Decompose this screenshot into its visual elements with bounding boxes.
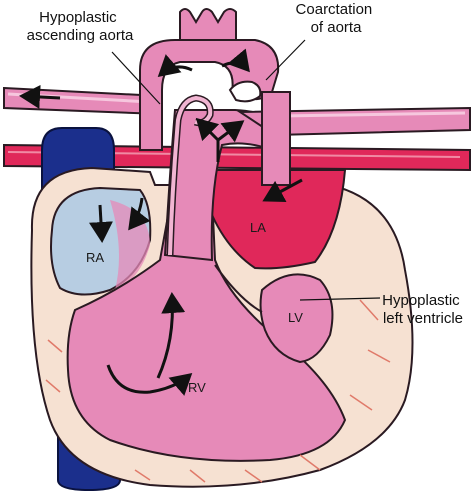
arrow-rv-up xyxy=(156,292,186,379)
left-atrium xyxy=(203,169,347,270)
wall-striations xyxy=(45,299,391,483)
label-lv: LV xyxy=(288,310,303,325)
label-rv: RV xyxy=(188,380,206,395)
arrow-pa-left xyxy=(19,84,61,109)
label-ra: RA xyxy=(86,250,104,265)
arrow-arch-right xyxy=(221,48,250,73)
arrow-arch-left xyxy=(157,54,193,77)
label-la: LA xyxy=(250,220,266,235)
coarctation-site xyxy=(228,80,262,103)
descending-aorta xyxy=(261,91,291,186)
arrow-la-down xyxy=(262,178,303,202)
arch-neck-vessels xyxy=(179,8,237,41)
ventricular-septum xyxy=(214,264,263,313)
right-ventricle xyxy=(66,149,347,462)
label-hypoplastic-left-ventricle: Hypoplastic left ventricle xyxy=(382,292,464,327)
leader-coarctation xyxy=(265,39,306,81)
flow-arrows xyxy=(19,48,303,396)
leader-left-ventricle xyxy=(299,297,381,301)
arrow-ra-down xyxy=(88,204,113,243)
leader-ascending-aorta xyxy=(111,51,161,105)
leader-lines xyxy=(111,39,381,301)
pulmonary-veins-red xyxy=(3,143,471,172)
label-coarctation-of-aorta: Coarctation of aorta xyxy=(296,1,377,36)
pulmonary-branch-right-highlight xyxy=(279,111,466,118)
label-hypoplastic-ascending-aorta: Hypoplastic ascending aorta xyxy=(27,9,134,44)
arrow-rv-curve xyxy=(106,364,193,396)
arrow-duct-up-left xyxy=(195,117,220,142)
left-ventricle xyxy=(259,273,334,364)
arrow-duct-up-right xyxy=(217,120,245,143)
arrow-ra-right xyxy=(128,197,151,231)
